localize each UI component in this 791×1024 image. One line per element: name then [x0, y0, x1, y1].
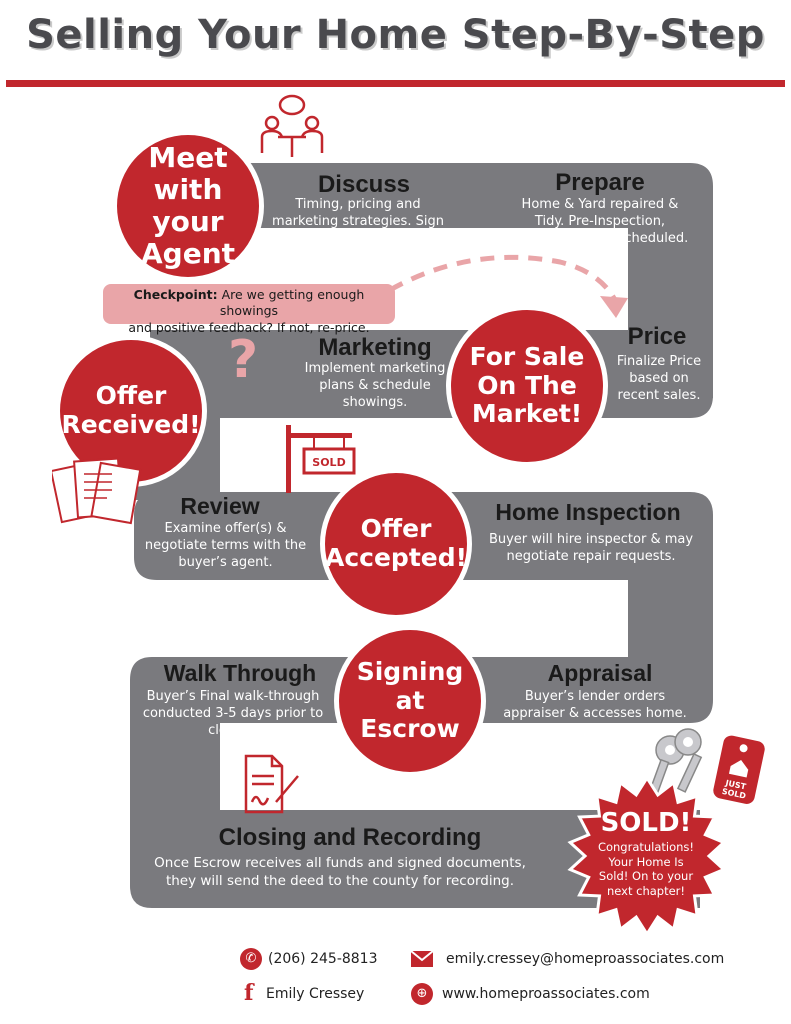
page-title: Selling Your Home Step-By-Step [26, 12, 765, 58]
price-heading: Price [627, 323, 687, 350]
keys-icon: JUST SOLD [646, 728, 765, 804]
agent-name: Emily Cressey [266, 986, 365, 1002]
title-divider [6, 80, 785, 87]
review-desc: Examine offer(s) &negotiate terms with t… [144, 521, 307, 570]
prepare-desc: Home & Yard repaired &Tidy. Pre-Inspecti… [511, 197, 689, 246]
checkpoint-note: Checkpoint: Are we getting enough showin… [103, 284, 395, 335]
home-inspection-heading: Home Inspection [495, 499, 681, 525]
review-heading: Review [180, 493, 260, 519]
offer-accepted-circle: Offer Accepted! [320, 468, 472, 620]
sold-message: SOLD! Congratulations!Your Home Is Sold!… [566, 780, 726, 899]
phone-number: (206) 245-8813 [268, 951, 378, 967]
phone-icon: ✆ [240, 948, 262, 970]
sold-sign-icon: SOLD [286, 425, 356, 493]
just-sold-tag-icon: JUST SOLD [713, 735, 765, 804]
closing-heading: Closing and Recording [218, 824, 482, 851]
sold-sign-text: SOLD [312, 456, 345, 469]
walk-through-heading: Walk Through [163, 660, 317, 686]
closing-desc: Once Escrow receives all funds and signe… [154, 855, 526, 889]
facebook-icon: f [244, 980, 254, 1006]
meeting-icon [260, 94, 324, 157]
website-url: www.homeproassociates.com [442, 986, 650, 1002]
sold-starburst [567, 776, 727, 936]
signing-escrow-circle: Signing at Escrow [334, 625, 486, 777]
globe-icon: ⊕ [411, 983, 433, 1005]
question-mark-icon: ? [228, 330, 259, 390]
marketing-heading: Marketing [318, 334, 432, 361]
email-address: emily.cressey@homeproassociates.com [446, 951, 725, 967]
meet-agent-circle: Meet with your Agent [112, 130, 264, 282]
meet-line-1: Meet [148, 140, 228, 174]
signed-document-icon [244, 754, 299, 814]
meet-line-2: with your [152, 172, 224, 238]
prepare-heading: Prepare [555, 169, 645, 196]
arrow-head [600, 296, 628, 318]
email-icon [410, 950, 434, 967]
appraisal-heading: Appraisal [547, 660, 653, 686]
documents-icon [52, 457, 142, 525]
discuss-heading: Discuss [317, 171, 411, 198]
checkpoint-label: Checkpoint: [133, 287, 218, 302]
for-sale-circle: For Sale On The Market! [446, 305, 608, 467]
meet-line-3: Agent [140, 237, 236, 271]
sold-heading: SOLD! [600, 808, 692, 838]
